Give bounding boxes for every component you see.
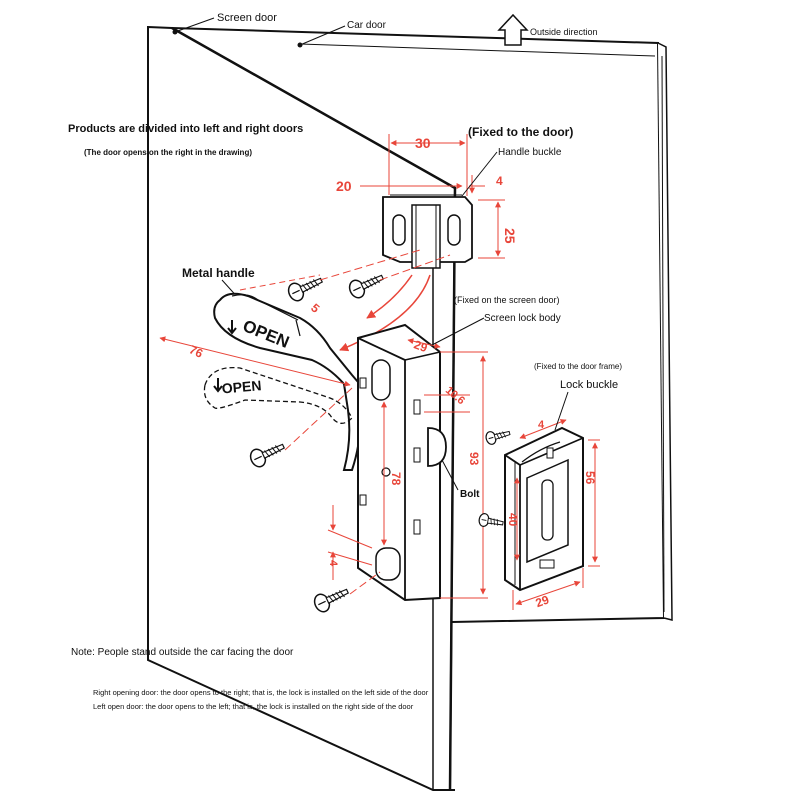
bolt-pointer [441,459,459,491]
frame-buckle-dimension-lines [512,419,600,610]
buckle-height-dim: 25 [502,228,518,244]
screw-icon [478,513,504,527]
screen-lock-body-label: Screen lock body [484,313,561,324]
lock-buckle-pointer [554,391,569,431]
screen-door [147,25,457,791]
fixed-to-door-frame-label: (Fixed to the door frame) [534,362,622,371]
car-door-pointer [299,25,346,46]
screen-door-pointer [174,17,215,33]
buckle-width-dim: 30 [415,135,431,151]
door-opens-right-label: (The door opens on the right in the draw… [84,148,252,157]
screw-guide [319,249,421,281]
fixed-to-door-label: (Fixed to the door) [468,125,573,139]
handle-length-dim: 76 [187,342,205,360]
fixed-on-screen-door-label: (Fixed on the screen door) [454,295,560,305]
buckle-depth-dim: 20 [336,178,352,194]
down-arrow-icon [227,320,237,335]
lock-buckle-label: Lock buckle [560,379,618,391]
lock-body-height-dim: 93 [467,452,481,466]
buckle-thickness-dim: 4 [496,174,503,188]
screw-guide [379,254,451,281]
handle-length-dimension [159,274,351,387]
lock-body-edge-dim: 4 [327,560,339,567]
screw-icon [485,430,511,445]
screw-guide [349,571,381,595]
screen-door-label: Screen door [217,12,277,24]
screw-icon [249,443,286,468]
frame-buckle-slot-dim: 40 [506,513,520,527]
motion-arrows [339,274,431,352]
handle-buckle-label: Handle buckle [498,147,562,158]
frame-buckle-height-dim: 56 [583,471,597,485]
screw-icon [313,588,350,613]
up-arrow-icon [497,13,529,46]
lock-buckle [504,426,584,592]
products-divided-label: Products are divided into left and right… [68,123,303,135]
right-opening-note: Right opening door: the door opens to th… [93,688,429,697]
outside-direction-label: Outside direction [530,27,598,37]
car-door-label: Car door [347,20,387,31]
left-opening-note: Left open door: the door opens to the le… [93,702,414,711]
lock-body-hole-pitch-dim: 78 [389,472,403,486]
note-label: Note: People stand outside the car facin… [71,647,294,658]
frame-buckle-width-dim: 29 [534,592,552,610]
handle-buckle-pointer [461,151,498,197]
screw-icon [287,277,324,302]
lock-body-width-dim: 29 [412,337,430,355]
frame-buckle-thickness-dim: 4 [538,419,545,431]
screw-guide [284,387,353,451]
screen-lock-body [357,323,447,602]
bolt-label: Bolt [460,489,480,500]
screen-lock-body-pointer [431,317,485,346]
handle-buckle [382,194,473,269]
screen-door-pointer-dot [172,29,178,35]
lock-body-dimension-lines [327,338,488,599]
metal-handle-label: Metal handle [182,266,255,280]
